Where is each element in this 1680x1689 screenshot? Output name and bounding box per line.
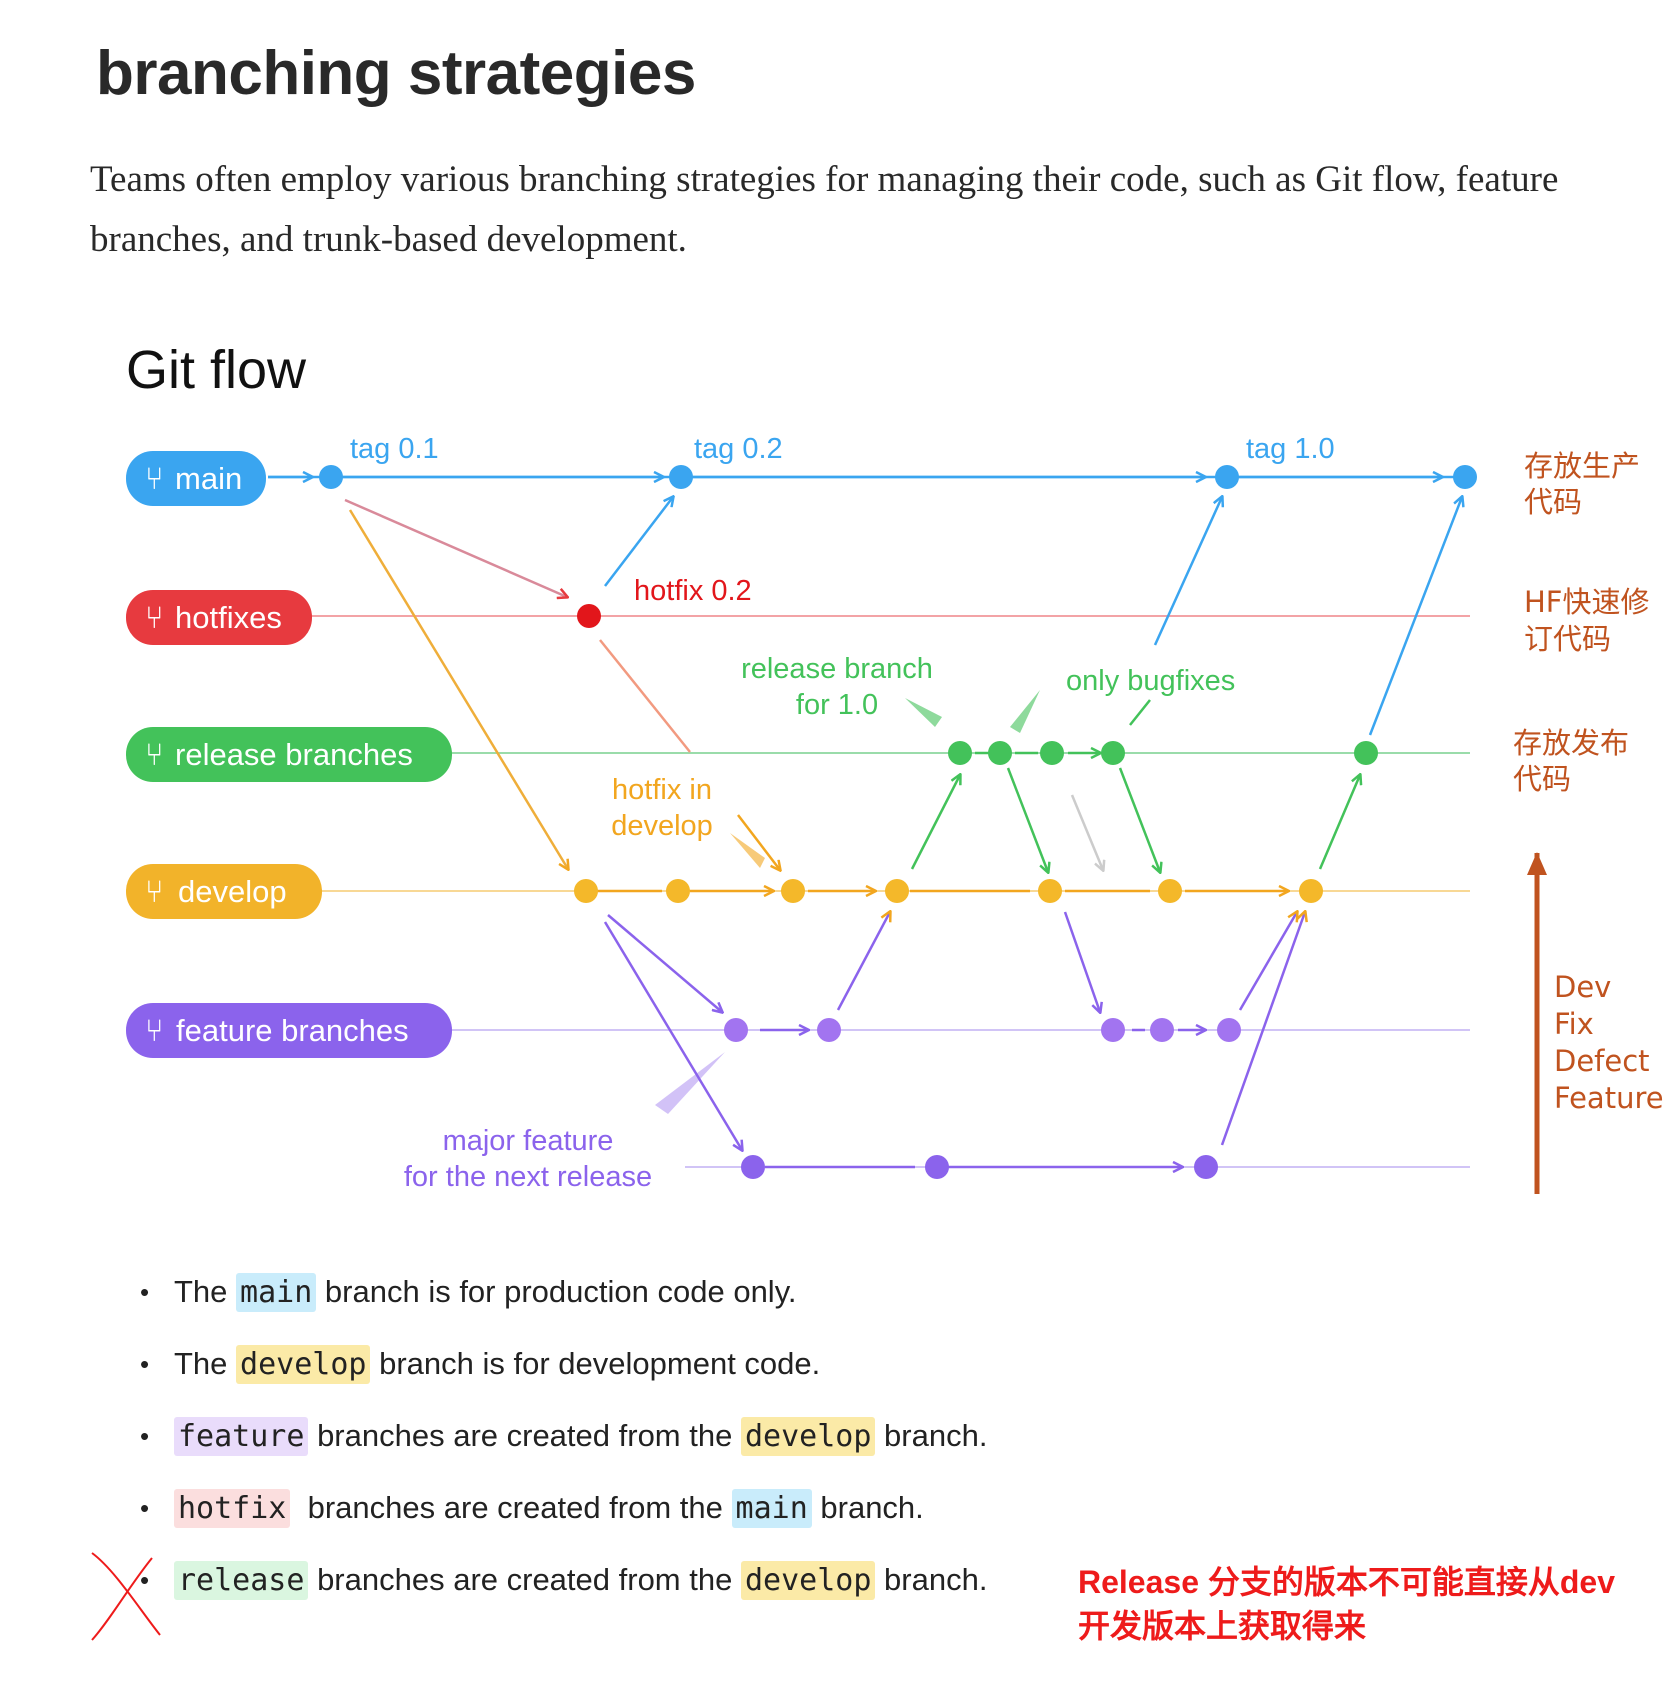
main-annotation-1: 存放生产 bbox=[1524, 449, 1640, 483]
bullet-develop: •The develop branch is for development c… bbox=[140, 1345, 821, 1384]
release-callout-wedge bbox=[905, 698, 942, 727]
commit-feature-5 bbox=[1217, 1018, 1241, 1042]
commit-dots bbox=[319, 465, 1477, 1179]
commit-main-end bbox=[1453, 465, 1477, 489]
code-develop: develop bbox=[236, 1345, 371, 1384]
bullet-hotfix: •hotfix branches are created from the ma… bbox=[140, 1489, 924, 1528]
page-title: branching strategies bbox=[96, 39, 696, 108]
bullet-feature: •feature branches are created from the d… bbox=[140, 1417, 988, 1456]
major-feature-callout-wedge bbox=[655, 1052, 725, 1114]
branch-pill-hotfixes-label: hotfixes bbox=[175, 600, 282, 635]
commit-develop-3 bbox=[781, 879, 805, 903]
feature-arrows bbox=[603, 912, 1305, 1167]
branch-pill-main-label: main bbox=[175, 461, 242, 496]
only-bugfixes-label: only bugfixes bbox=[1066, 665, 1235, 697]
bugfix-callout-wedge bbox=[1010, 690, 1040, 733]
dev-annotation-3: Defect bbox=[1554, 1044, 1650, 1078]
commit-major-3 bbox=[1194, 1155, 1218, 1179]
dev-annotation-2: Fix bbox=[1554, 1007, 1594, 1041]
commit-release-2 bbox=[988, 741, 1012, 765]
hotfix-annotation-1: HF快速修 bbox=[1524, 585, 1650, 619]
code-main: main bbox=[236, 1273, 317, 1312]
dev-annotation-4: Feature bbox=[1554, 1081, 1664, 1115]
commit-release-4 bbox=[1101, 741, 1125, 765]
commit-release-1 bbox=[948, 741, 972, 765]
commit-feature-2 bbox=[817, 1018, 841, 1042]
annotations: 存放生产 代码 HF快速修 订代码 存放发布 代码 Dev Fix Defect… bbox=[1513, 449, 1664, 1115]
hotfix-in-develop-label-2: develop bbox=[611, 810, 713, 842]
bullet-main: •The main branch is for production code … bbox=[140, 1273, 797, 1312]
hotfix-to-develop-arrow-a bbox=[599, 639, 691, 753]
release-arrows bbox=[910, 699, 1360, 872]
code-develop: develop bbox=[740, 1561, 876, 1600]
branch-icon: ⑂ bbox=[145, 600, 164, 635]
branch-pill-release-label: release branches bbox=[175, 737, 413, 772]
main-annotation-2: 代码 bbox=[1524, 485, 1582, 519]
commit-develop-2 bbox=[666, 879, 690, 903]
hotfix-annotation-2: 订代码 bbox=[1524, 622, 1611, 656]
code-main: main bbox=[731, 1489, 812, 1528]
branch-pill-feature-label: feature branches bbox=[176, 1013, 409, 1048]
commit-develop-4 bbox=[885, 879, 909, 903]
release-branch-label-1: release branch bbox=[741, 653, 933, 685]
commit-main-10 bbox=[1215, 465, 1239, 489]
branch-pill-develop: ⑂ develop bbox=[126, 864, 322, 919]
branch-icon: ⑂ bbox=[145, 874, 164, 909]
branch-icon: ⑂ bbox=[145, 1013, 164, 1048]
bullet-list: •The main branch is for production code … bbox=[140, 1270, 987, 1630]
release-annotation-2: 代码 bbox=[1513, 762, 1571, 796]
commit-develop-1 bbox=[574, 879, 598, 903]
gray-arrow bbox=[1070, 794, 1103, 870]
code-feature: feature bbox=[174, 1417, 309, 1456]
intro-paragraph: Teams often employ various branching str… bbox=[90, 159, 1559, 260]
release-branch-label-2: for 1.0 bbox=[796, 689, 878, 721]
release-annotation-1: 存放发布 bbox=[1513, 726, 1629, 760]
branch-pill-feature: ⑂ feature branches bbox=[126, 1003, 452, 1058]
main-arrows bbox=[268, 477, 1462, 736]
hotfix-develop-callout-wedge bbox=[730, 833, 765, 868]
commit-develop-7 bbox=[1299, 879, 1323, 903]
commit-main-02 bbox=[669, 465, 693, 489]
branch-pill-release: ⑂ release branches bbox=[126, 727, 452, 782]
main-to-hotfix-arrow bbox=[344, 498, 567, 597]
commit-major-1 bbox=[741, 1155, 765, 1179]
hotfix-0-2-label: hotfix 0.2 bbox=[634, 575, 752, 607]
code-release: release bbox=[174, 1561, 309, 1600]
branch-pill-hotfixes: ⑂ hotfixes bbox=[126, 590, 312, 645]
bullet-release: •release branches are created from the d… bbox=[140, 1561, 988, 1600]
tag-0-1: tag 0.1 bbox=[350, 433, 439, 465]
commit-main-01 bbox=[319, 465, 343, 489]
tag-1-0: tag 1.0 bbox=[1246, 433, 1335, 465]
major-feature-label-2: for the next release bbox=[404, 1161, 652, 1193]
tag-0-2: tag 0.2 bbox=[694, 433, 783, 465]
branch-icon: ⑂ bbox=[145, 461, 164, 496]
commit-hotfix bbox=[577, 604, 601, 628]
code-hotfix: hotfix bbox=[174, 1489, 291, 1528]
diagram-title: Git flow bbox=[126, 340, 307, 400]
commit-feature-4 bbox=[1150, 1018, 1174, 1042]
red-note: Release 分支的版本不可能直接从dev 开发版本上获取得来 bbox=[1078, 1564, 1616, 1644]
code-develop: develop bbox=[740, 1417, 876, 1456]
commit-feature-3 bbox=[1101, 1018, 1125, 1042]
cross-mark-icon bbox=[91, 1552, 161, 1641]
commit-develop-5 bbox=[1038, 879, 1062, 903]
commit-feature-1 bbox=[724, 1018, 748, 1042]
branch-pill-develop-label: develop bbox=[178, 874, 287, 909]
branch-icon: ⑂ bbox=[145, 737, 164, 772]
branch-pill-main: ⑂ main bbox=[126, 451, 266, 506]
main-to-develop-arrow bbox=[348, 509, 568, 869]
hotfix-in-develop-label-1: hotfix in bbox=[612, 774, 712, 806]
commit-release-5 bbox=[1354, 741, 1378, 765]
major-feature-label-1: major feature bbox=[443, 1125, 614, 1157]
commit-major-2 bbox=[925, 1155, 949, 1179]
commit-release-3 bbox=[1040, 741, 1064, 765]
commit-develop-6 bbox=[1158, 879, 1182, 903]
hotfix-to-develop-arrow-b bbox=[737, 814, 780, 870]
dev-annotation-1: Dev bbox=[1554, 970, 1611, 1004]
